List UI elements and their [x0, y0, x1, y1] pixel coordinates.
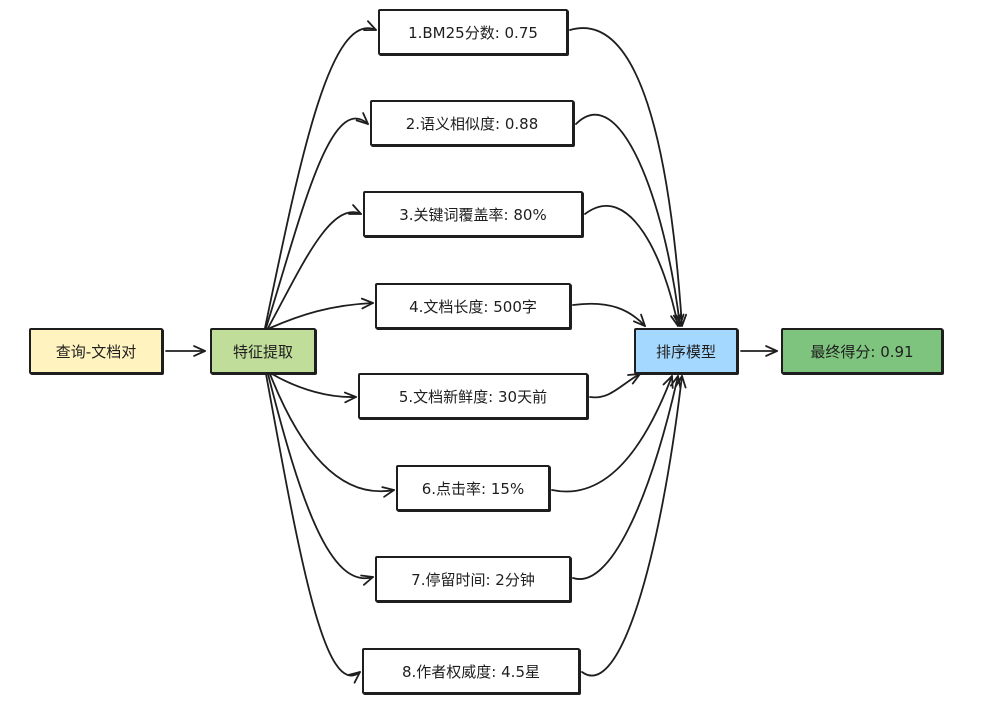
arrow-extract-to-feature-6: [269, 373, 395, 493]
arrow-feature-4-to-rank-head: [633, 313, 646, 327]
arrow-feature-3-to-rank-head: [670, 313, 682, 327]
arrow-extract-to-feature-8: [265, 373, 361, 677]
arrow-extract-to-feature-4: [269, 302, 374, 329]
arrow-extract-to-feature-5: [271, 373, 357, 398]
feature-bm25-score: 1.BM25分数: 0.75: [378, 9, 568, 55]
arrow-extract-to-feature-4-head: [360, 297, 374, 310]
arrow-feature-8-to-rank: [581, 375, 683, 677]
arrow-extract-to-feature-1: [264, 27, 377, 329]
feature-document-length: 4.文档长度: 500字: [375, 283, 571, 329]
arrow-extract-to-feature-3-head: [348, 204, 362, 215]
arrow-extract-to-feature-2-head: [355, 112, 369, 125]
arrow-extract-to-feature-1-head: [363, 20, 377, 32]
arrow-feature-5-to-rank-head: [627, 373, 641, 385]
arrow-feature-1-to-rank: [569, 27, 683, 327]
arrow-extract-to-feature-2: [265, 117, 369, 329]
feature-extraction-node: 特征提取: [210, 328, 316, 374]
arrow-extract-to-feature-6-head: [381, 486, 395, 498]
feature-dwell-time: 7.停留时间: 2分钟: [375, 556, 571, 602]
feature-keyword-coverage: 3.关键词覆盖率: 80%: [363, 191, 583, 237]
arrow-extract-to-feature-3: [267, 211, 362, 329]
arrow-extract-to-feature-8-head: [347, 671, 361, 684]
arrow-feature-4-to-rank: [572, 302, 646, 327]
ranking-model-node: 排序模型: [634, 328, 738, 374]
arrow-feature-8-to-rank-head: [674, 375, 687, 389]
feature-document-freshness: 5.文档新鲜度: 30天前: [358, 373, 588, 419]
arrow-feature-5-to-rank: [589, 373, 641, 399]
arrow-feature-3-to-rank: [584, 205, 679, 327]
feature-click-through-rate: 6.点击率: 15%: [396, 465, 550, 511]
arrow-rank-to-final-head: [765, 345, 778, 357]
arrow-feature-7-to-rank-head: [669, 375, 682, 389]
query-document-pair-node: 查询-文档对: [29, 328, 163, 374]
arrow-query-to-feature-head: [193, 345, 206, 357]
arrow-feature-6-to-rank: [551, 375, 673, 493]
arrow-extract-to-feature-5-head: [343, 391, 357, 404]
arrow-extract-to-feature-7-head: [360, 574, 374, 586]
feature-semantic-similarity: 2.语义相似度: 0.88: [370, 100, 574, 146]
arrow-extract-to-feature-7: [267, 373, 374, 580]
feature-author-authority: 8.作者权威度: 4.5星: [362, 648, 580, 694]
arrow-feature-2-to-rank: [575, 114, 681, 327]
final-score-node: 最终得分: 0.91: [781, 328, 943, 374]
arrow-feature-7-to-rank: [572, 375, 679, 580]
